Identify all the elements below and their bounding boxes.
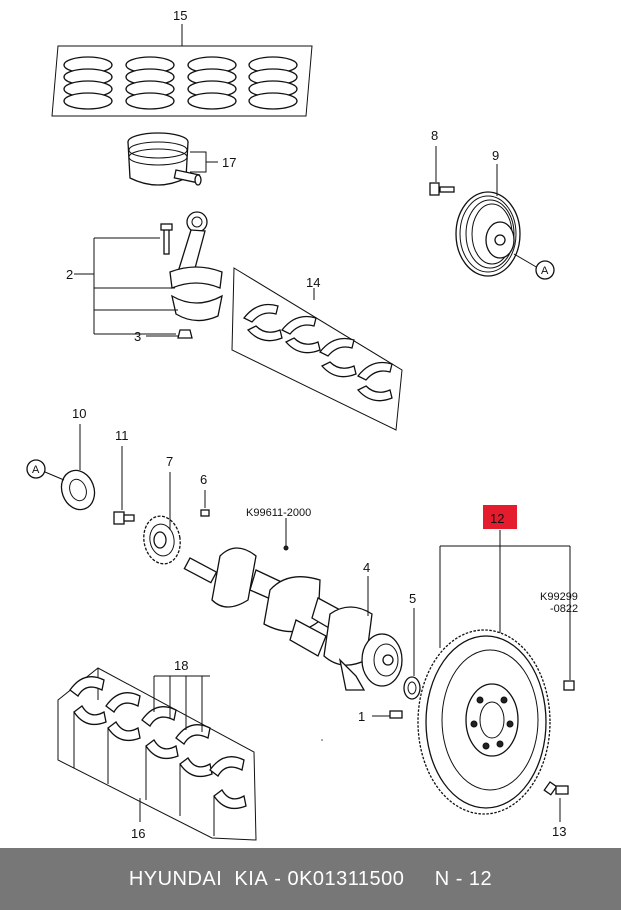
callout-12-highlight <box>483 505 517 529</box>
footer-ref: N - 12 <box>434 867 493 890</box>
footer-gap <box>404 868 434 891</box>
callout-6: 6 <box>200 472 207 487</box>
flywheel-pin <box>563 680 575 691</box>
reference-a-circle-1 <box>535 260 555 280</box>
woodruff-key <box>200 509 210 517</box>
callout-12: 12 <box>490 511 504 526</box>
callout-16: 16 <box>131 826 145 841</box>
spec-k99299-line1: K99299 <box>540 591 578 603</box>
callout-8: 8 <box>431 128 438 143</box>
pulley-bolt <box>429 182 455 196</box>
timing-sprocket <box>143 515 181 565</box>
callout-1: 1 <box>358 709 365 724</box>
callout-15: 15 <box>173 8 187 23</box>
callout-9: 9 <box>492 148 499 163</box>
callout-13: 13 <box>552 824 566 839</box>
callout-3: 3 <box>134 329 141 344</box>
crankshaft <box>183 547 403 691</box>
flywheel <box>417 629 551 815</box>
connecting-rod <box>160 211 223 339</box>
footer-brand: HYUNDAI KIA <box>128 867 269 890</box>
parts-diagram: 15 17 2 3 14 <box>26 8 578 841</box>
callout-10: 10 <box>72 406 86 421</box>
reference-a-circle-2 <box>26 459 46 479</box>
callout-14: 14 <box>306 275 320 290</box>
callout-17: 17 <box>222 155 236 170</box>
callout-2: 2 <box>66 267 73 282</box>
dowel-pin <box>389 710 403 719</box>
crank-pulley <box>455 191 521 277</box>
crank-plate <box>60 469 96 511</box>
main-bearings-group <box>57 667 257 841</box>
callout-11: 11 <box>115 428 129 443</box>
piston-rings-group <box>51 24 313 117</box>
callout-5: 5 <box>409 591 416 606</box>
callout-18: 18 <box>174 658 188 673</box>
flywheel-bolt <box>543 781 569 796</box>
spec-k99611: K99611-2000 <box>246 507 311 519</box>
callout-7: 7 <box>166 454 173 469</box>
conrod-bearings-group <box>231 267 403 431</box>
sprocket-bolt <box>113 511 135 525</box>
pilot-bearing <box>403 676 421 700</box>
reference-a-label-2: A <box>32 464 40 476</box>
footer-part-number: 0K01311500 <box>287 867 405 890</box>
footer-bar: HYUNDAI KIA - 0K01311500 N - 12 <box>0 848 621 910</box>
footer-separator: - <box>268 867 288 890</box>
piston <box>127 132 202 186</box>
reference-a-label-1: A <box>541 265 549 277</box>
callout-4: 4 <box>363 560 370 575</box>
spec-k99299-line2: -0822 <box>550 603 578 615</box>
